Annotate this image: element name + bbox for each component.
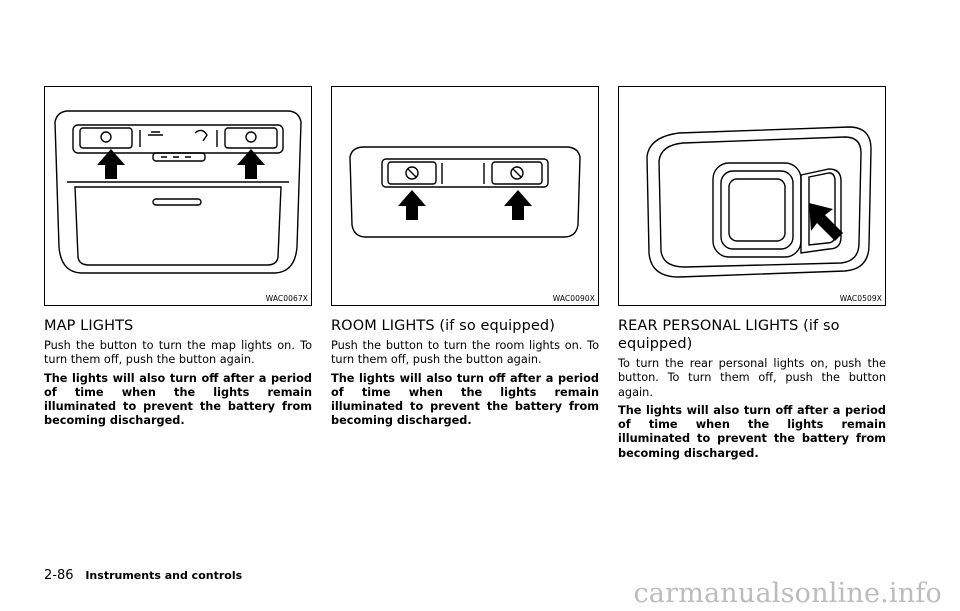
watermark: carmanualsonline.info xyxy=(633,578,942,609)
section-warning: The lights will also turn off after a pe… xyxy=(618,403,886,460)
section-heading: ROOM LIGHTS (if so equipped) xyxy=(331,318,555,334)
section-body: To turn the rear personal lights on, pus… xyxy=(618,357,886,399)
rear-personal-lights-illustration xyxy=(646,126,872,278)
section-body: Push the button to turn the room lights … xyxy=(331,339,599,367)
section-heading: REAR PERSONAL LIGHTS (if so equipped) xyxy=(618,318,840,352)
section-warning: The lights will also turn off after a pe… xyxy=(331,371,599,428)
room-lights-illustration xyxy=(349,146,581,238)
section-title: Instruments and controls xyxy=(85,569,243,582)
section-heading: MAP LIGHTS xyxy=(44,318,134,334)
figure-code: WAC0067X xyxy=(265,294,308,303)
section-warning: The lights will also turn off after a pe… xyxy=(44,371,312,428)
page-number: 2-86 xyxy=(44,568,74,583)
figure-map-lights: WAC0067X xyxy=(44,86,312,306)
page-footer: 2-86 Instruments and controls xyxy=(44,568,242,583)
section-body: Push the button to turn the map lights o… xyxy=(44,339,312,367)
figure-code: WAC0090X xyxy=(552,294,595,303)
section-room-lights: WAC0090X ROOM LIGHTS (if so equipped) Pu… xyxy=(331,86,599,429)
map-lights-illustration xyxy=(54,110,302,274)
figure-rear-personal-lights: WAC0509X xyxy=(618,86,886,306)
section-map-lights: WAC0067X MAP LIGHTS Push the button to t… xyxy=(44,86,312,429)
section-rear-personal-lights: WAC0509X REAR PERSONAL LIGHTS (if so equ… xyxy=(618,86,886,461)
figure-code: WAC0509X xyxy=(839,294,882,303)
figure-room-lights: WAC0090X xyxy=(331,86,599,306)
